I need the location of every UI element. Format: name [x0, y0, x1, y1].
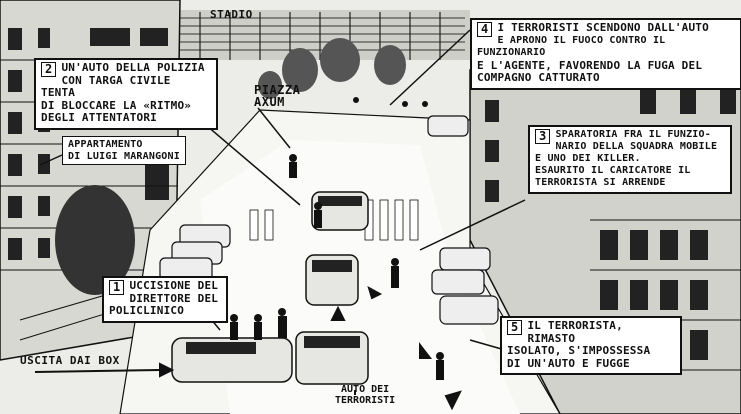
label-piazza-axum-line-1: PIAZZA [254, 83, 301, 97]
caption-3-line-1: SPARATORIA FRA IL FUNZIO- [555, 129, 711, 140]
caption-1-number: 1 [109, 280, 125, 295]
label-stadio: STADIO [210, 8, 253, 21]
caption-1-line-2: DIRETTORE DEL [129, 291, 219, 305]
caption-5-line-3: DI UN'AUTO E FUGGE [507, 356, 630, 370]
caption-4-line-3: E L'AGENTE, FAVORENDO LA FUGA DEL [477, 58, 703, 72]
caption-3-number: 3 [535, 129, 551, 144]
label-uscita-dai-box: USCITA DAI BOX [20, 354, 120, 367]
caption-2: 2 UN'AUTO DELLA POLIZIA CON TARGA CIVILE… [34, 58, 218, 130]
caption-2-line-4: DEGLI ATTENTATORI [41, 111, 157, 124]
caption-5-number: 5 [507, 320, 523, 335]
caption-4-line-4: COMPAGNO CATTURATO [477, 71, 600, 84]
caption-1-line-3: POLICLINICO [109, 304, 185, 317]
caption-3-line-5: TERRORISTA SI ARRENDE [535, 177, 666, 188]
label-auto-dei-terroristi-line-1: AUTO DEI [341, 384, 390, 395]
caption-2-number: 2 [41, 62, 57, 77]
caption-4: 4 I TERRORISTI SCENDONO DALL'AUTO E APRO… [470, 18, 741, 90]
caption-1: 1 UCCISIONE DEL DIRETTORE DEL POLICLINIC… [102, 276, 228, 323]
label-piazza-axum: PIAZZA AXUM [254, 84, 300, 108]
label-appartamento-line-1: APPARTAMENTO [68, 139, 143, 150]
label-appartamento: APPARTAMENTO DI LUIGI MARANGONI [62, 136, 186, 165]
caption-3-line-4: ESAURITO IL CARICATORE IL [535, 165, 691, 176]
label-auto-dei-terroristi: AUTO DEI TERRORISTI [335, 384, 395, 406]
caption-4-line-2: E APRONO IL FUOCO CONTRO IL FUNZIONARIO [477, 34, 666, 59]
caption-5-line-2: ISOLATO, S'IMPOSSESSA [507, 344, 651, 357]
caption-2-line-2: CON TARGA CIVILE TENTA [41, 73, 171, 99]
caption-2-line-3: DI BLOCCARE LA «RITMO» [41, 98, 192, 112]
label-auto-dei-terroristi-line-2: TERRORISTI [335, 395, 396, 406]
caption-5: 5 IL TERRORISTA, RIMASTO ISOLATO, S'IMPO… [500, 316, 682, 375]
caption-3-line-3: E UNO DEI KILLER. [535, 153, 641, 164]
caption-3-line-2: NARIO DELLA SQUADRA MOBILE [555, 141, 718, 152]
caption-4-line-1: I TERRORISTI SCENDONO DALL'AUTO [497, 21, 709, 34]
caption-4-number: 4 [477, 22, 493, 37]
caption-1-line-1: UCCISIONE DEL [129, 279, 219, 292]
caption-5-line-1: IL TERRORISTA, RIMASTO [527, 319, 623, 345]
label-appartamento-line-2: DI LUIGI MARANGONI [68, 150, 180, 162]
label-piazza-axum-line-2: AXUM [254, 95, 285, 109]
caption-2-line-1: UN'AUTO DELLA POLIZIA [61, 61, 205, 74]
caption-3: 3 SPARATORIA FRA IL FUNZIO- NARIO DELLA … [528, 125, 732, 194]
